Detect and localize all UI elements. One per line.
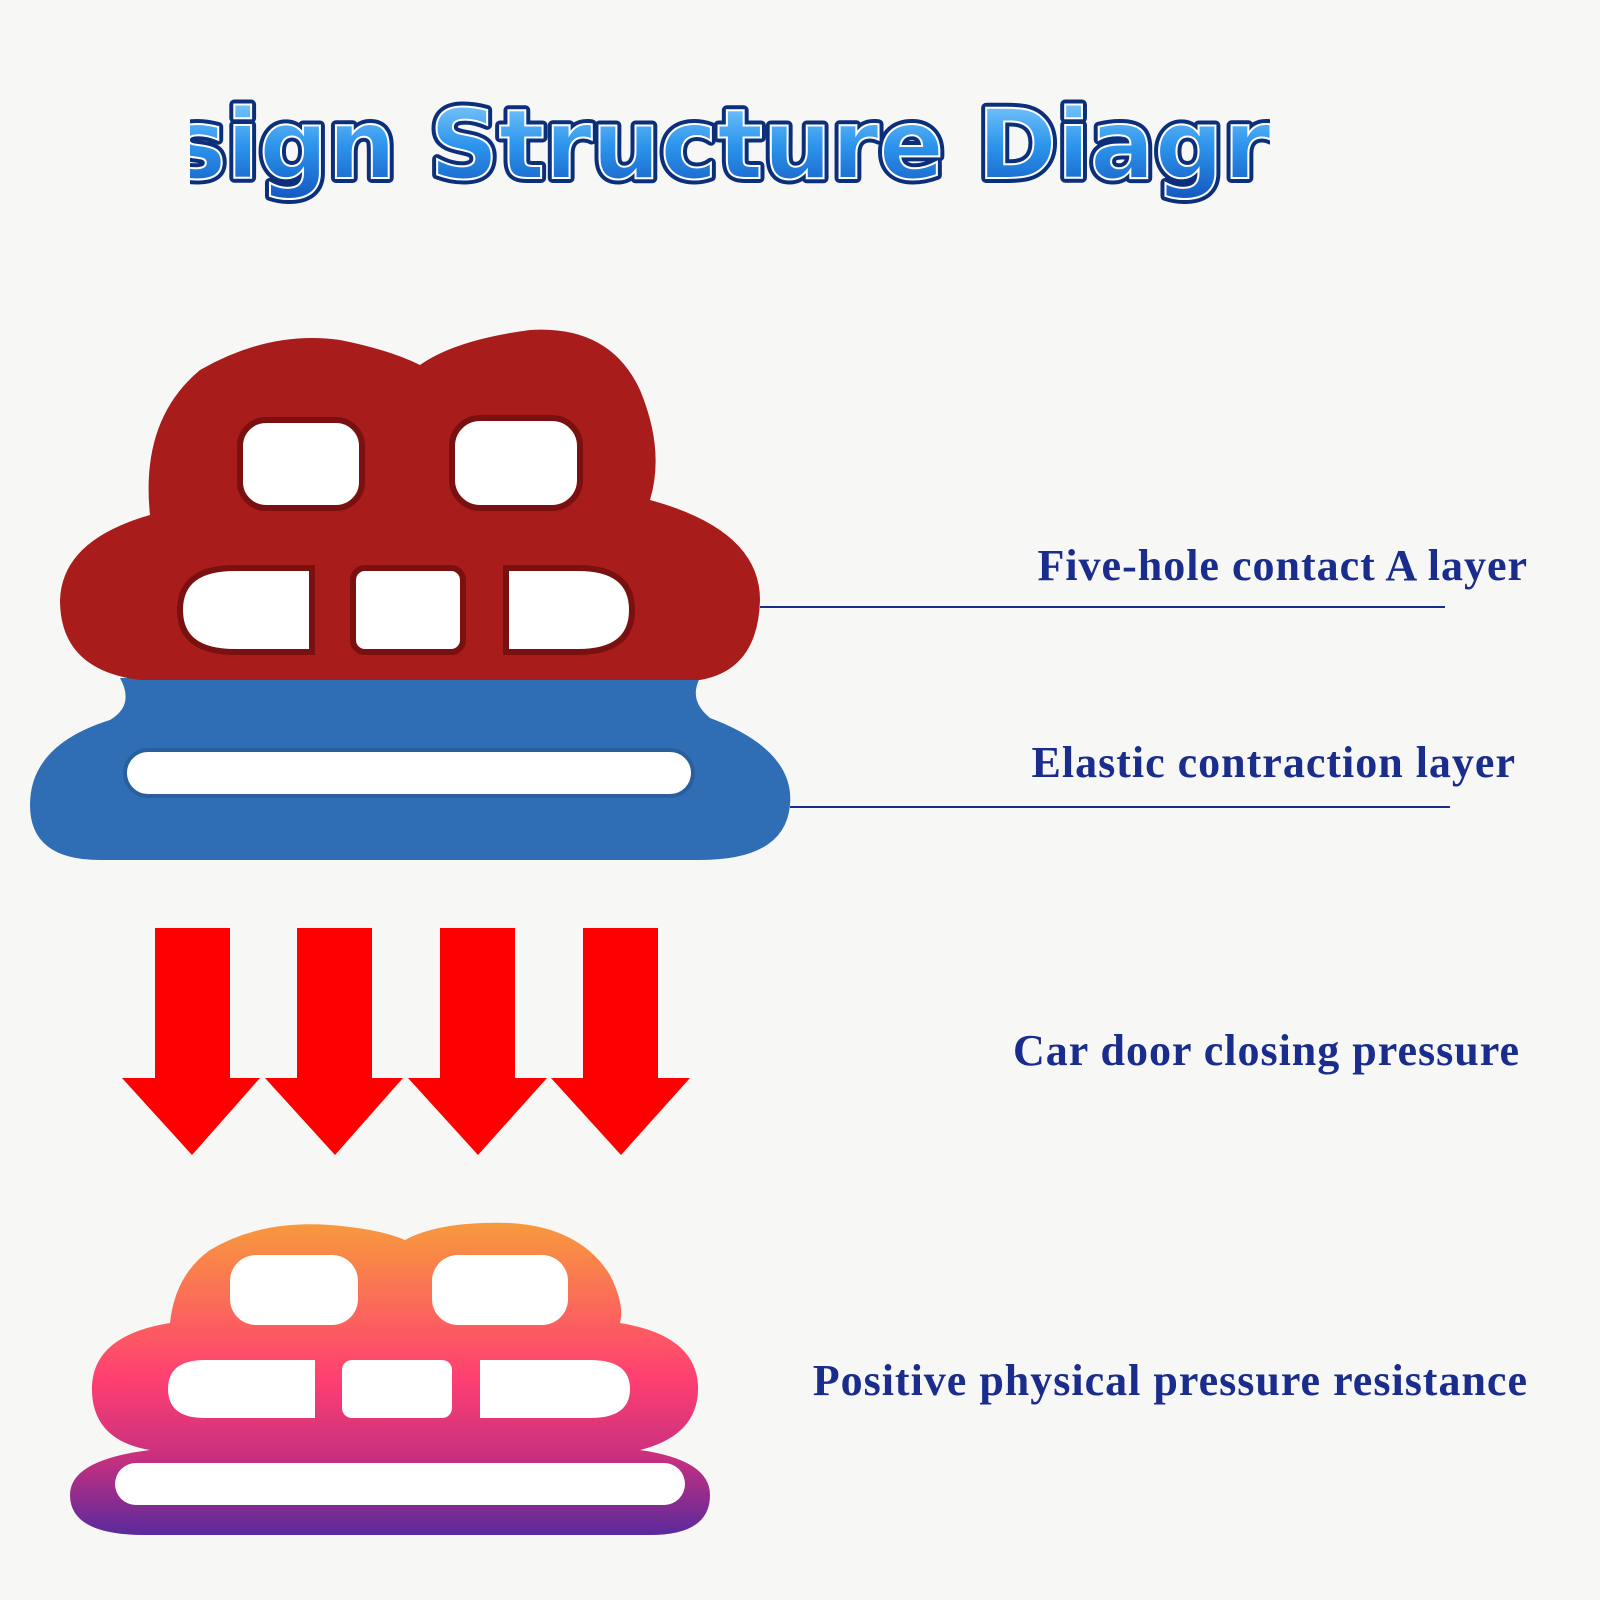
label-door-pressure: Car door closing pressure — [1012, 1026, 1520, 1075]
arrow-down-icon — [408, 928, 547, 1155]
five-hole-contact-layer-shape — [60, 329, 760, 680]
arrow-down-icon — [551, 928, 690, 1155]
resistance-illustration — [70, 1222, 710, 1535]
elastic-contraction-layer-shape — [30, 678, 791, 860]
label-elastic-layer: Elastic contraction layer — [1031, 738, 1516, 787]
arrow-down-icon — [265, 928, 403, 1155]
arrow-down-icon — [122, 928, 260, 1155]
product-illustration — [30, 329, 791, 860]
title-text: Design Structure Diagram — [190, 89, 1270, 201]
title-outline: Design Structure Diagram — [190, 89, 1270, 201]
diagram-title: Design Structure Diagram Design Structur… — [190, 70, 1270, 210]
leader-line-elastic-layer — [790, 806, 1450, 808]
leader-line-five-hole-layer — [760, 606, 1445, 608]
label-pressure-resistance: Positive physical pressure resistance — [812, 1356, 1528, 1405]
label-five-hole-layer: Five-hole contact A layer — [1037, 541, 1528, 590]
pressure-arrows — [122, 928, 690, 1155]
